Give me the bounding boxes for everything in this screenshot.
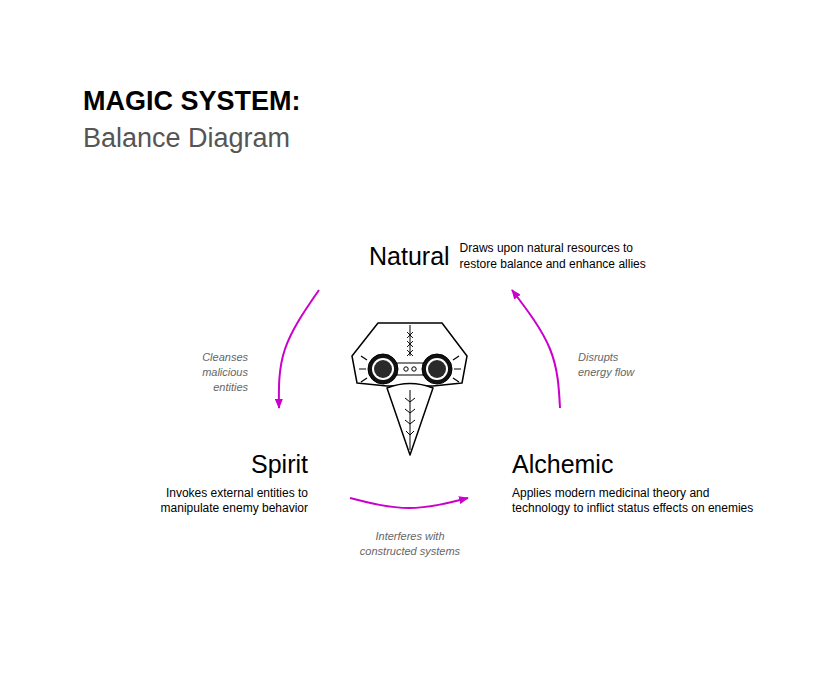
mask-head [352,323,467,386]
school-description: Draws upon natural resources to restore … [460,240,655,272]
goggle-ring [372,358,394,380]
relation-arrow [279,290,319,408]
relation-label: Interferes with constructed systems [354,529,466,559]
bridge-rivet [404,367,408,371]
beak-seam [410,390,411,450]
relation-arrow [512,290,560,408]
school-description: Invokes external entities to manipulate … [143,486,308,516]
beak-stitches [405,398,415,435]
magic-school-node: SpiritInvokes external entities to manip… [143,452,308,516]
relation-label: Cleanses malicious entities [166,350,248,395]
goggle-ring [426,358,448,380]
mask-stitches [407,332,413,356]
goggle-lens [368,354,398,384]
goggle-glass [428,360,446,378]
diagram-subtitle: Balance Diagram [83,123,290,154]
goggle-lens [422,354,452,384]
diagram-title: MAGIC SYSTEM: [83,86,301,117]
mask-beak [387,384,433,456]
relation-arrow [350,498,468,508]
goggle-spikes [453,356,461,382]
magic-school-node: Natural Draws upon natural resources to r… [369,240,655,272]
school-name: Spirit [143,452,308,477]
school-name: Alchemic [512,452,762,477]
goggle-bridge [396,363,424,375]
magic-school-node: AlchemicApplies modern medicinal theory … [512,452,762,516]
mask-seam [410,325,411,356]
relation-label: Disrupts energy flow [578,350,642,380]
school-description: Applies modern medicinal theory and tech… [512,486,762,516]
goggle-glass [374,360,392,378]
school-name: Natural [369,244,450,269]
goggle-spikes [359,356,367,382]
bridge-rivet [412,367,416,371]
